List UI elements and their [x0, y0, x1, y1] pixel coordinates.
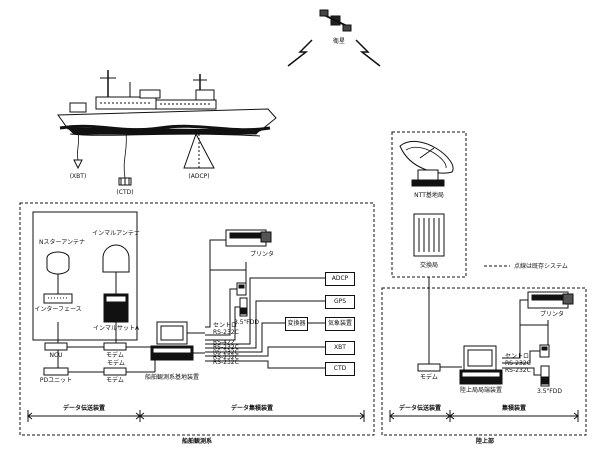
modem-3-unit: [103, 367, 127, 376]
ship-printer-label: プリンタ: [250, 251, 275, 258]
xbt-label: (XBT): [69, 173, 87, 180]
ground-fdd-label: 3.5"FDD: [537, 388, 562, 395]
ship-fdd-label: 3.5"FDD: [234, 319, 259, 326]
port-6: RS-232C: [213, 359, 239, 366]
ship-transmission-section: データ伝送装置: [62, 405, 106, 412]
adcp-label: (ADCP): [188, 173, 210, 180]
ship-icon: [57, 70, 277, 135]
pd-unit: [43, 367, 69, 376]
parabolic-antenna-icon: [399, 140, 454, 187]
adcp-box: ADCP: [325, 272, 355, 286]
port-5: RS-232C: [213, 354, 239, 361]
n-star-antenna-icon: [46, 251, 70, 294]
port-4: RS-232C: [213, 349, 239, 356]
inmarsat-antenna-label: インマルアンテナ: [92, 230, 140, 237]
ground-modem-label: モデム: [420, 374, 438, 381]
antenna-box: [32, 211, 138, 341]
shipboard-boundary: [19, 202, 375, 436]
ctd-label: (CTD): [116, 189, 134, 196]
ground-modem-unit: [417, 363, 441, 372]
xbt-box: XBT: [325, 341, 355, 355]
xbt-probe-icon: [77, 132, 79, 161]
modem-1-label: モデム: [106, 352, 124, 359]
exchange-building-icon: [413, 213, 445, 257]
port-0: セントロ: [213, 322, 238, 329]
ntt-station-label: NTT基地局: [414, 192, 444, 199]
modem-3-label: モデム: [106, 377, 124, 384]
lightning-right-icon: [355, 39, 381, 67]
ground-collection-section: 集積装置: [501, 405, 527, 412]
port-1: RS-232C: [213, 329, 239, 336]
shipboard-computer-icon: [150, 321, 194, 361]
ground-computer-icon: [459, 345, 503, 385]
ground-port-0: セントロ: [505, 353, 530, 360]
ground-fdd-icon: [539, 344, 550, 387]
shipboard-caption: 船舶観測系: [181, 438, 213, 445]
legend-label: 点線は既存システム: [514, 263, 568, 270]
modem-2-label: モデム: [107, 360, 125, 367]
ground-printer-icon: [527, 291, 574, 309]
exchange-label: 交換局: [419, 262, 439, 269]
satellite-label: 衛星: [332, 38, 346, 45]
ground-caption: 陸上部: [475, 438, 495, 445]
inmarsat-a-label: インマルサットA: [92, 325, 140, 332]
ground-port-1: RS-232C: [505, 360, 531, 367]
ncu-label: NCU: [49, 352, 63, 359]
satellite-icon: [319, 9, 352, 32]
port-2: RS-422: [213, 339, 235, 346]
system-label: 船舶観測系基地装置: [144, 374, 200, 381]
weather-box: 気象装置: [325, 317, 355, 331]
ground-station-label: 陸上局局端装置: [459, 387, 503, 394]
converter-box: 変換器: [285, 317, 308, 331]
lightning-left-icon: [287, 39, 313, 67]
ship-printer-icon: [225, 229, 272, 247]
gps-box: GPS: [325, 295, 355, 309]
ground-port-2: RS-232C: [505, 367, 531, 374]
ctd-box: CTD: [325, 362, 355, 376]
port-3: RS-232C: [213, 344, 239, 351]
ship-collection-section: データ集積装置: [230, 405, 274, 412]
interface-label: インターフェース: [34, 306, 82, 313]
water-line: [59, 124, 271, 132]
ground-printer-label: プリンタ: [540, 311, 565, 318]
ncu-unit: [44, 342, 68, 351]
n-star-antenna-label: Nスターアンテナ: [38, 239, 86, 246]
ship-fdd-icon: [236, 282, 248, 317]
ground-boundary: [381, 287, 587, 436]
modem-1-unit: [103, 342, 127, 351]
inmarsat-antenna-icon: [102, 244, 130, 294]
ground-transmission-section: データ伝送装置: [398, 405, 442, 412]
ctd-probe-icon: [123, 132, 127, 179]
pd-unit-label: PDユニット: [39, 377, 73, 384]
